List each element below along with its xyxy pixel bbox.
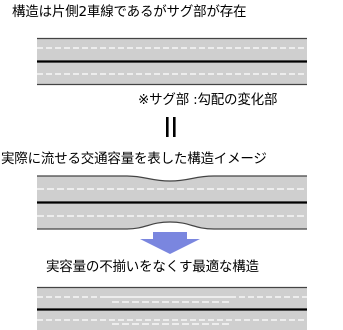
road-diagram-current <box>37 37 307 86</box>
road-diagram-capacity <box>37 175 307 230</box>
middle-caption: 実際に流せる交通容量を表した構造イメージ <box>1 151 267 167</box>
road-diagram-optimal <box>37 286 307 330</box>
down-arrow-icon <box>140 232 200 254</box>
sag-note: ※サグ部 :勾配の変化部 <box>138 92 278 108</box>
bottom-caption: 実容量の不揃いをなくす最適な構造 <box>46 259 259 275</box>
equivalence-bars <box>166 117 176 137</box>
top-caption: 構造は片側2車線であるがサグ部が存在 <box>12 4 247 20</box>
